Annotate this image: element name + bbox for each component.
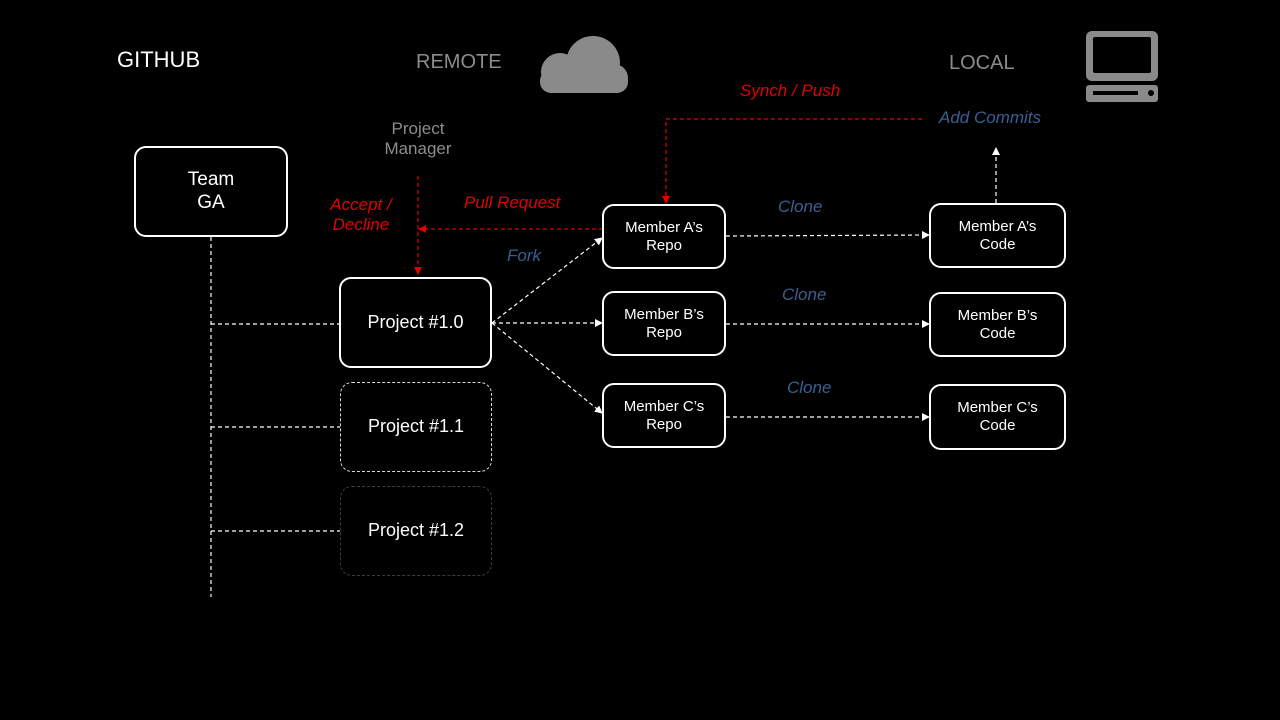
member-c-code-node: Member C’s Code: [929, 384, 1066, 450]
clone-arrow-a: [725, 231, 930, 240]
add-commits-label: Add Commits: [939, 108, 1042, 127]
synch-push-arrow: [662, 118, 922, 204]
clone-label-a: Clone: [778, 197, 823, 216]
synch-push-label: Synch / Push: [740, 81, 841, 100]
fork-arrow-c: [491, 322, 603, 414]
accept-decline-label: Accept / Decline: [330, 195, 392, 235]
project-1-1-node: Project #1.1: [340, 382, 492, 472]
member-b-repo-node: Member B’s Repo: [602, 291, 726, 356]
clone-label-b: Clone: [782, 285, 827, 304]
cloud-icon: [540, 36, 628, 93]
local-title: LOCAL: [949, 52, 1015, 74]
github-title: GITHUB: [117, 47, 201, 72]
member-b-code-node: Member B’s Code: [929, 292, 1066, 357]
team-ga-node: Team GA: [134, 146, 288, 237]
project-1-0-node: Project #1.0: [339, 277, 492, 368]
member-a-repo-node: Member A’s Repo: [602, 204, 726, 269]
computer-icon: [1086, 31, 1158, 102]
fork-label: Fork: [507, 246, 541, 265]
remote-title: REMOTE: [416, 51, 502, 73]
pull-request-label: Pull Request: [464, 193, 561, 212]
member-c-repo-node: Member C’s Repo: [602, 383, 726, 448]
project-manager-label: Project Manager: [384, 119, 452, 159]
member-a-code-node: Member A’s Code: [929, 203, 1066, 268]
clone-label-c: Clone: [787, 378, 832, 397]
fork-arrow-a: [491, 237, 603, 324]
project-1-2-node: Project #1.2: [340, 486, 492, 576]
